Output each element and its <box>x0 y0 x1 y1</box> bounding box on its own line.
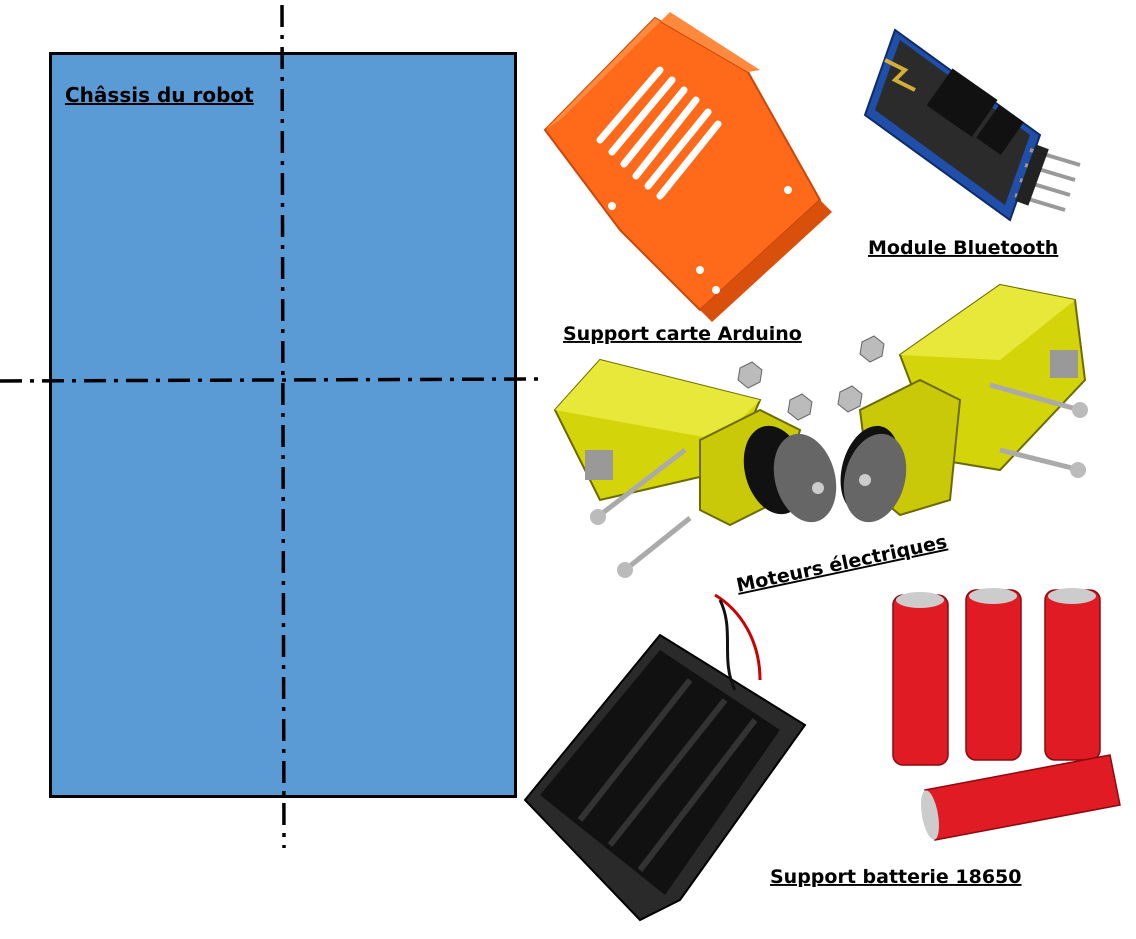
arduino-support-image <box>543 12 832 322</box>
motors-label: Moteurs électriques <box>734 531 948 597</box>
bluetooth-module-image <box>863 28 1081 222</box>
battery-support-image <box>523 593 807 922</box>
motors-image <box>553 283 1088 578</box>
battery-support-label: Support batterie 18650 <box>770 866 1022 888</box>
horizontal-axis <box>0 377 541 383</box>
arduino-support-label: Support carte Arduino <box>563 323 802 345</box>
batteries-image <box>892 588 1121 841</box>
bluetooth-module-label: Module Bluetooth <box>868 237 1058 259</box>
chassis-label: Châssis du robot <box>65 83 254 107</box>
vertical-axis <box>280 4 286 849</box>
